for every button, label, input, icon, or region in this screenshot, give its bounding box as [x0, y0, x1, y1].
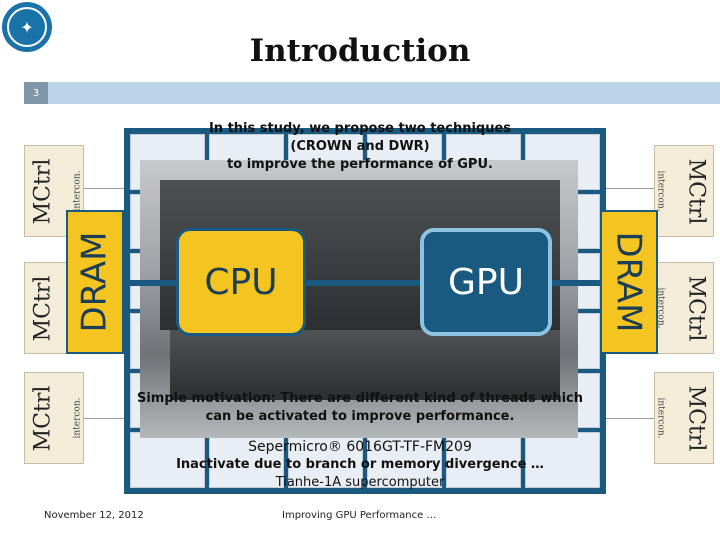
mctrl-label: MCtrl — [29, 158, 55, 224]
cpu-block: CPU — [176, 228, 306, 336]
dram-right: DRAM — [600, 210, 658, 354]
gpu-label: GPU — [448, 261, 524, 303]
inactivate-statement: Inactivate due to branch or memory diver… — [176, 457, 544, 472]
intro-line: In this study, we propose two techniques — [208, 121, 512, 136]
intro-line: to improve the performance of GPU. — [227, 157, 493, 172]
header-bar — [48, 82, 720, 104]
server-front-panel-image — [170, 330, 560, 400]
logo-emblem-icon: ✦ — [7, 7, 47, 47]
slide-title: Introduction — [249, 33, 471, 69]
footer-date: November 12, 2012 — [44, 510, 144, 521]
mctrl-label: MCtrl — [29, 385, 55, 451]
connector-line — [606, 418, 654, 419]
mctrl-right-middle: intercon. MCtrl — [654, 262, 714, 354]
motivation-line: can be activated to improve performance. — [205, 409, 515, 424]
mctrl-right-bottom: intercon. MCtrl — [654, 372, 714, 464]
interconnect-label: intercon. — [655, 397, 666, 439]
mctrl-right-top: intercon. MCtrl — [654, 145, 714, 237]
mctrl-label: MCtrl — [683, 385, 709, 451]
mctrl-label: MCtrl — [683, 158, 709, 224]
dram-left: DRAM — [66, 210, 124, 354]
gpu-dram-link — [552, 280, 600, 286]
dram-cpu-link — [124, 280, 176, 286]
intro-line: (CROWN and DWR) — [290, 139, 430, 154]
dram-label: DRAM — [609, 231, 649, 333]
interconnect-label: intercon. — [72, 397, 83, 439]
interconnect-label: intercon. — [655, 170, 666, 212]
intro-statement: In this study, we propose two techniques… — [160, 120, 560, 174]
mctrl-left-bottom: MCtrl intercon. — [24, 372, 84, 464]
cpu-gpu-link — [306, 280, 420, 286]
footer-talk-title: Improving GPU Performance … — [282, 510, 437, 521]
interconnect-label: intercon. — [72, 170, 83, 212]
dram-label: DRAM — [75, 231, 115, 333]
slide-number: 3 — [24, 82, 48, 104]
connector-line — [84, 188, 124, 189]
mctrl-left-top: MCtrl intercon. — [24, 145, 84, 237]
mctrl-label: MCtrl — [683, 275, 709, 341]
gpu-block: GPU — [420, 228, 552, 336]
supercomputer-caption: Tianhe-1A supercomputer — [275, 475, 445, 490]
motivation-line: Simple motivation: There are different k… — [136, 391, 584, 406]
connector-line — [606, 188, 654, 189]
motivation-statement: Simple motivation: There are different k… — [120, 390, 600, 426]
mctrl-label: MCtrl — [29, 275, 55, 341]
connector-line — [84, 418, 124, 419]
cpu-label: CPU — [204, 261, 278, 303]
university-logo: ✦ — [2, 2, 52, 52]
server-caption: Sepermicro® 6016GT-TF-FM209 — [248, 439, 472, 455]
